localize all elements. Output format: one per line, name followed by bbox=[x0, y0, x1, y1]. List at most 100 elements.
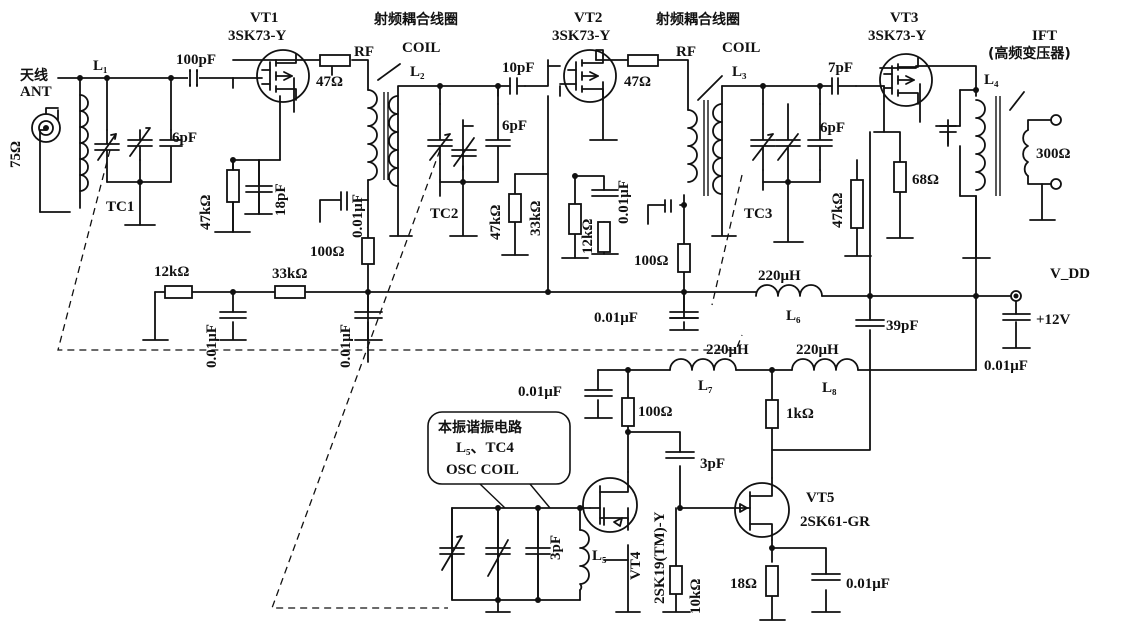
label-rf-coil-cn-1: 射频耦合线圈 bbox=[373, 11, 458, 28]
vt4-jfet-icon[interactable] bbox=[582, 471, 638, 533]
resistor-33kohm-1-icon bbox=[274, 285, 306, 299]
resistor-47kohm-3-icon bbox=[850, 179, 864, 229]
label-c100pf: 100pF bbox=[176, 52, 216, 68]
capacitor-39pf-icon bbox=[855, 319, 885, 327]
resistor-100ohm-3-icon bbox=[621, 397, 635, 427]
resistor-12kohm-2-icon bbox=[597, 221, 611, 253]
label-10kohm: 10kΩ bbox=[688, 579, 704, 614]
label-100ohm-1: 100Ω bbox=[310, 244, 345, 260]
capacitor-3pf-1-icon bbox=[665, 451, 695, 459]
label-3pf-2: 3pF bbox=[548, 535, 564, 560]
rf-coupling-coil-1-icon bbox=[367, 63, 401, 187]
label-100ohm-2: 100Ω bbox=[634, 253, 669, 269]
label-220uh-3: 220μH bbox=[796, 342, 839, 358]
label-12kohm-2: 12kΩ bbox=[580, 219, 596, 254]
resistor-18ohm-icon bbox=[765, 565, 779, 597]
label-10pf: 10pF bbox=[502, 60, 535, 76]
label-l8: L₈ bbox=[822, 380, 837, 396]
label-300ohm: 300Ω bbox=[1036, 146, 1071, 162]
resistor-47ohm-2-icon bbox=[627, 54, 659, 67]
ift-transformer-icon[interactable] bbox=[935, 91, 1062, 196]
resistor-47ohm-1-icon bbox=[319, 54, 351, 67]
label-39pf: 39pF bbox=[886, 318, 919, 334]
label-l2: L₂ bbox=[410, 64, 425, 80]
resistor-47kohm-1-icon bbox=[226, 169, 240, 203]
label-l4: L₄ bbox=[984, 72, 999, 88]
tc2-trimmer-icon[interactable] bbox=[427, 103, 511, 183]
label-68ohm: 68Ω bbox=[912, 172, 939, 188]
label-vt4-part: 2SK19(TM)-Y bbox=[652, 511, 668, 604]
coil-l1-icon bbox=[79, 94, 89, 192]
label-12v: +12V bbox=[1036, 312, 1071, 328]
callout-line-1: 本振谐振电路 bbox=[438, 419, 523, 436]
label-7pf: 7pF bbox=[828, 60, 853, 76]
label-3pf-1: 3pF bbox=[700, 456, 725, 472]
label-l3: L₃ bbox=[732, 64, 747, 80]
resistor-33kohm-2-icon bbox=[568, 203, 582, 235]
label-18ohm: 18Ω bbox=[730, 576, 757, 592]
resistor-1kohm-icon bbox=[765, 399, 779, 429]
label-ift: IFT bbox=[1032, 28, 1057, 44]
vt2-mosfet-icon[interactable] bbox=[559, 49, 617, 103]
osc-callout bbox=[427, 411, 571, 509]
vt3-mosfet-icon[interactable] bbox=[879, 53, 933, 107]
label-47kohm-3: 47kΩ bbox=[830, 193, 846, 228]
label-vt1: VT1 bbox=[250, 10, 278, 26]
label-l5: L₅ bbox=[592, 548, 607, 564]
label-47ohm-2: 47Ω bbox=[624, 74, 651, 90]
label-impedance-75: 75Ω bbox=[8, 141, 24, 168]
label-l6: L₆ bbox=[786, 308, 801, 324]
label-ift-cn: (高频变压器) bbox=[988, 45, 1071, 62]
label-100ohm-3: 100Ω bbox=[638, 404, 673, 420]
osc-tank-icon[interactable] bbox=[439, 507, 590, 601]
inductor-l8-icon bbox=[791, 358, 859, 371]
label-antenna: ANT bbox=[20, 84, 52, 100]
tc3-trimmer-icon[interactable] bbox=[750, 103, 833, 183]
label-rf-1: RF bbox=[354, 44, 374, 60]
label-coil-1: COIL bbox=[402, 40, 440, 56]
label-001uf-3: 0.01μF bbox=[204, 324, 220, 368]
label-vt5: VT5 bbox=[806, 490, 834, 506]
label-vdd: V_DD bbox=[1050, 266, 1090, 282]
resistor-68ohm-icon bbox=[893, 161, 907, 193]
label-l1: L₁ bbox=[93, 58, 108, 74]
label-33kohm-2: 33kΩ bbox=[528, 201, 544, 236]
capacitor-10pf-icon bbox=[509, 77, 526, 95]
label-001uf-2: 0.01μF bbox=[616, 180, 632, 224]
label-vt3: VT3 bbox=[890, 10, 918, 26]
label-001uf-4: 0.01μF bbox=[338, 324, 354, 368]
inductor-l7-icon bbox=[669, 358, 737, 371]
antenna-connector-icon[interactable] bbox=[31, 107, 61, 143]
label-tc3: TC3 bbox=[744, 206, 772, 222]
label-001uf-6: 0.01μF bbox=[984, 358, 1028, 374]
label-rf-coil-cn-2: 射频耦合线圈 bbox=[655, 11, 740, 28]
label-220uh-2: 220μH bbox=[706, 342, 749, 358]
label-tc2: TC2 bbox=[430, 206, 458, 222]
label-18pf: 18pF bbox=[273, 183, 289, 216]
resistor-12kohm-1-icon bbox=[164, 285, 193, 299]
label-vt3-part: 3SK73-Y bbox=[868, 28, 927, 44]
rf-coupling-coil-2-icon bbox=[687, 75, 723, 196]
label-antenna-cn: 天线 bbox=[20, 67, 48, 84]
callout-line-3: OSC COIL bbox=[446, 462, 519, 478]
label-001uf-1: 0.01μF bbox=[350, 194, 366, 238]
tc1-trimmer-icon[interactable] bbox=[94, 127, 183, 183]
callout-line-2: L₅、TC4 bbox=[456, 440, 514, 456]
capacitor-7pf-icon bbox=[831, 77, 857, 95]
ganged-tuning-link bbox=[57, 149, 743, 609]
vt1-mosfet-icon[interactable] bbox=[232, 49, 310, 103]
label-47kohm-1: 47kΩ bbox=[198, 195, 214, 230]
label-vt2: VT2 bbox=[574, 10, 602, 26]
label-coil-2: COIL bbox=[722, 40, 760, 56]
resistor-100ohm-2-icon bbox=[677, 243, 691, 273]
label-001uf-7: 0.01μF bbox=[518, 384, 562, 400]
label-rf-2: RF bbox=[676, 44, 696, 60]
label-001uf-5: 0.01μF bbox=[594, 310, 638, 326]
label-vt2-part: 3SK73-Y bbox=[552, 28, 611, 44]
label-6pf-1: 6pF bbox=[172, 130, 197, 146]
label-47ohm-1: 47Ω bbox=[316, 74, 343, 90]
label-6pf-2: 6pF bbox=[502, 118, 527, 134]
resistor-10kohm-icon bbox=[669, 565, 683, 595]
vt5-jfet-icon[interactable] bbox=[734, 477, 790, 541]
